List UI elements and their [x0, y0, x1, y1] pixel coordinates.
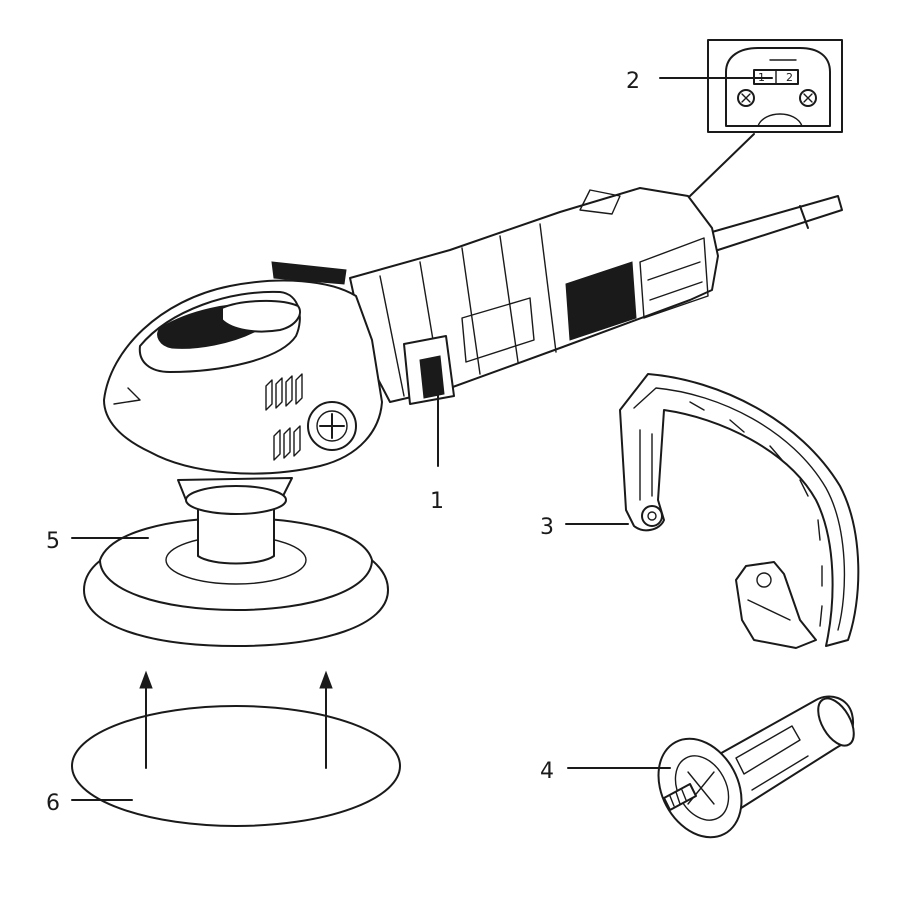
callout-5: 5 [46, 529, 60, 554]
arrow-up-icon [139, 670, 333, 769]
speed-switch-inset: 1 2 [689, 39, 843, 197]
callout-2: 2 [626, 69, 640, 94]
callout-3: 3 [540, 515, 554, 540]
callout-6: 6 [46, 791, 60, 816]
polisher-tool-icon [103, 187, 843, 501]
leader-lines [71, 77, 773, 801]
polishing-disc-icon [71, 705, 401, 827]
callout-1: 1 [430, 489, 444, 514]
d-handle-icon [619, 373, 860, 649]
trigger-switch [403, 335, 455, 405]
backing-pad-icon [83, 485, 389, 647]
speed-pos-2: 2 [786, 71, 793, 84]
side-handle-icon [657, 695, 855, 839]
callout-4: 4 [540, 759, 554, 784]
